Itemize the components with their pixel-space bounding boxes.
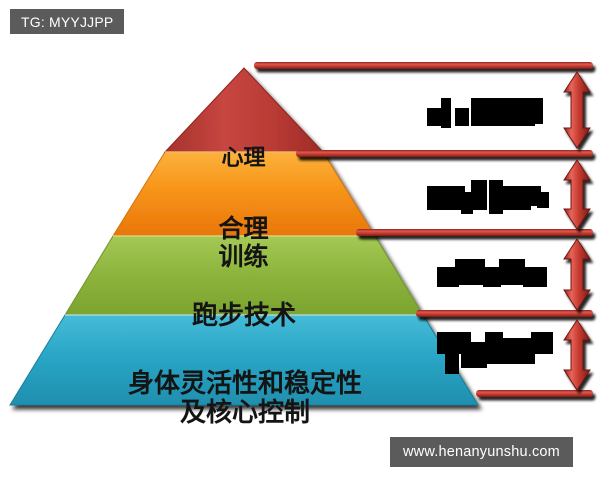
watermark-bottom-right: www.henanyunshu.com: [390, 437, 573, 467]
pyramid-diagram: 心理 合理 训练 跑步技术 身体灵活性和稳定性 及核心控制: [0, 50, 500, 428]
watermark-top-left: TG: MYYJJPP: [10, 9, 125, 34]
